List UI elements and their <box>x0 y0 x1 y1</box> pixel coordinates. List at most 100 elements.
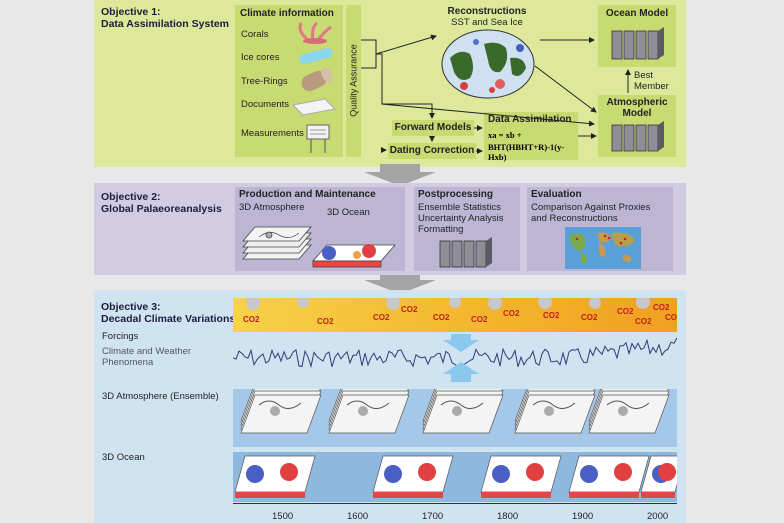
up-arrow-light <box>443 362 479 382</box>
tick-1500: 1500 <box>272 511 294 522</box>
climate-information-title: Climate information <box>240 8 334 19</box>
ice-core-icon <box>299 47 333 65</box>
objective2-subtitle: Global Palaeoreanalysis <box>101 203 222 215</box>
formatting-label: Formatting <box>418 224 464 235</box>
warm-anomaly <box>658 463 676 481</box>
measurements-label: Measurements <box>241 128 304 139</box>
document-icon <box>291 98 337 116</box>
warm-anomaly <box>418 463 436 481</box>
reconstructions-title: Reconstructions <box>447 6 527 17</box>
ocean-model-box: Ocean Model <box>598 5 676 67</box>
ice-cores-label: Ice cores <box>241 52 280 63</box>
proxy-icons <box>291 21 337 153</box>
isobar-contour <box>532 400 576 409</box>
comparison-proxies-label: Comparison Against Proxies <box>531 202 651 213</box>
objective3-title: Objective 3: Decadal Climate Variations <box>101 301 235 325</box>
data-assimilation-box: Data Assimilation xa = xb + BHT(HBHT+R)-… <box>484 112 578 162</box>
co2-label: CO2 <box>543 311 560 320</box>
atmospheric-model-servers-icon <box>611 121 664 152</box>
atmospheric-model-box: Atmospheric Model <box>598 95 676 157</box>
evaluation-title: Evaluation <box>531 189 582 200</box>
evaluation-world-map <box>565 227 641 269</box>
timeline-line <box>233 503 677 504</box>
co2-label: CO2 <box>317 317 334 326</box>
down-arrow-2 <box>364 272 436 294</box>
objective3-subtitle: Decadal Climate Variations <box>101 313 236 325</box>
forcings-strip: CO2CO2CO2CO2CO2CO2CO2CO2CO2CO2CO2CO2CO2 <box>233 298 677 332</box>
tree-ring-icon <box>301 67 333 92</box>
production-atmosphere-label: 3D Atmosphere <box>239 202 305 213</box>
objective3-label: Objective 3: <box>101 301 161 313</box>
ocean-slab-edge <box>481 492 551 498</box>
production-maintenance-box: Production and Maintenance 3D Atmosphere… <box>235 187 405 271</box>
atmosphere-slab <box>422 394 504 434</box>
forcings-label: Forcings <box>102 331 139 342</box>
co2-label: CO2 <box>503 309 520 318</box>
atmosphere-slab <box>514 394 596 434</box>
co2-label: CO2 <box>243 315 260 324</box>
pressure-blob <box>618 406 628 416</box>
ocean-model-title: Ocean Model <box>605 8 669 19</box>
atmosphere-ensemble-slabs <box>240 382 670 434</box>
documents-label: Documents <box>241 99 290 110</box>
ocean-slab-edge <box>373 492 443 498</box>
world-map-sst <box>441 29 535 99</box>
co2-label: CO2 <box>665 313 677 322</box>
objective1-flow-arrows <box>361 34 631 154</box>
atmospheric-model-title: Atmospheric Model <box>606 97 668 119</box>
co2-label: CO2 <box>373 313 390 322</box>
objective1-title: Objective 1: Data Assimilation System <box>101 6 229 30</box>
pressure-blob <box>358 406 368 416</box>
best-member-label: Best Member <box>634 70 669 92</box>
quality-assurance-bar: Quality Assurance <box>346 5 361 157</box>
assimilation-equation-line1: xa = xb + <box>488 130 522 140</box>
ocean-slab-edge <box>235 492 305 498</box>
cold-anomaly <box>580 465 598 483</box>
postprocessing-box: Postprocessing Ensemble Statistics Uncer… <box>414 187 520 271</box>
warm-anomaly <box>280 463 298 481</box>
cold-anomaly <box>384 465 402 483</box>
atmosphere-slab <box>588 394 670 434</box>
tick-1600: 1600 <box>347 511 369 522</box>
co2-label: CO2 <box>653 303 670 312</box>
objective1-panel <box>94 0 686 167</box>
pressure-blob <box>270 406 280 416</box>
cold-anomaly <box>246 465 264 483</box>
reconstructions-subtitle: SST and Sea Ice <box>451 17 523 28</box>
ocean-model-servers-icon <box>611 27 664 60</box>
isobar-contour <box>258 400 302 409</box>
atmosphere-slab <box>328 394 410 434</box>
objective1-label: Objective 1: <box>101 6 161 18</box>
pressure-blob <box>544 406 554 416</box>
assimilation-equation-line2: BHT(HBHT+R)-1(y-Hxb) <box>488 142 565 162</box>
co2-label: CO2 <box>433 313 450 322</box>
pressure-blob <box>452 406 462 416</box>
ensemble-statistics-label: Ensemble Statistics <box>418 202 501 213</box>
isobar-contour <box>606 400 650 409</box>
warm-anomaly <box>526 463 544 481</box>
atmosphere-slab <box>240 394 322 434</box>
ocean-slab-edge <box>569 492 639 498</box>
data-assimilation-title: Data Assimilation <box>488 114 572 125</box>
climate-time-series <box>233 334 677 382</box>
climate-information-box: Climate information Corals Ice cores Tre… <box>235 5 343 157</box>
postprocessing-servers-icon <box>439 237 492 268</box>
production-title: Production and Maintenance <box>239 189 376 200</box>
reconstructions-label: Reconstructions SST and Sea Ice <box>432 6 542 28</box>
objective2-title: Objective 2: Global Palaeoreanalysis <box>101 191 222 215</box>
weather-station-icon <box>306 124 330 153</box>
ocean-slab-edge <box>641 492 675 498</box>
tick-1700: 1700 <box>422 511 444 522</box>
tick-1900: 1900 <box>572 511 594 522</box>
production-ocean-label: 3D Ocean <box>327 207 370 218</box>
ocean-strip <box>233 452 686 502</box>
and-reconstructions-label: and Reconstructions <box>531 213 618 224</box>
co2-label: CO2 <box>635 317 652 326</box>
co2-label: CO2 <box>401 305 418 314</box>
down-arrow-light <box>443 334 479 352</box>
atmosphere-ensemble-label: 3D Atmosphere (Ensemble) <box>102 391 219 402</box>
timeline-axis: 1500 1600 1700 1800 1900 2000 <box>233 503 677 523</box>
tick-2000: 2000 <box>647 511 669 522</box>
climate-weather-label: Climate and Weather Phenomena <box>102 346 192 368</box>
down-arrow-1 <box>364 164 436 186</box>
